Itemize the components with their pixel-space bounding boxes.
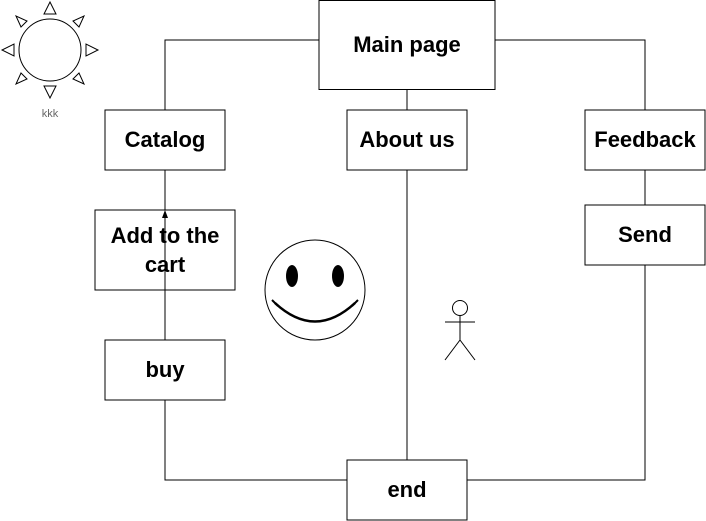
edge-buy-to-end xyxy=(164,400,347,481)
node-catalog[interactable]: Catalog xyxy=(104,109,226,171)
smiley-face-icon xyxy=(264,239,366,341)
node-about-us[interactable]: About us xyxy=(346,109,468,171)
node-feedback[interactable]: Feedback xyxy=(584,109,706,171)
node-end-label: end xyxy=(387,477,426,502)
node-buy-label: buy xyxy=(145,357,185,382)
node-catalog-label: Catalog xyxy=(125,127,206,152)
node-main-page[interactable]: Main page xyxy=(318,0,496,90)
node-about-us-label: About us xyxy=(359,127,454,152)
node-send[interactable]: Send xyxy=(584,204,706,266)
edge-buy-to-cart xyxy=(162,210,168,340)
node-main-page-label: Main page xyxy=(353,32,461,57)
sun-icon xyxy=(0,0,100,100)
node-feedback-label: Feedback xyxy=(594,127,696,152)
connectors xyxy=(164,39,646,481)
node-send-label: Send xyxy=(618,222,672,247)
arrowhead-icon xyxy=(162,210,168,218)
stick-figure-icon xyxy=(444,300,476,361)
edge-main-to-feedback xyxy=(495,39,646,110)
node-buy[interactable]: buy xyxy=(104,339,226,401)
edge-main-to-catalog xyxy=(164,39,319,110)
node-end[interactable]: end xyxy=(346,459,468,521)
sun-caption: kkk xyxy=(42,108,59,120)
edge-send-to-end xyxy=(467,265,646,481)
